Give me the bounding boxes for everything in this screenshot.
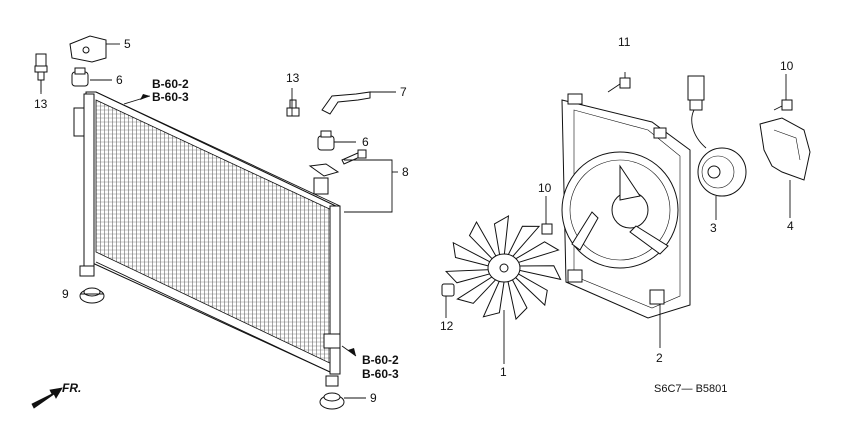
- fan-blade: [507, 277, 528, 321]
- callout-13-left: 13: [34, 97, 48, 111]
- callout-2: 2: [656, 351, 663, 365]
- condenser-right-tank: [329, 205, 341, 375]
- condenser-left-bracket: [73, 107, 85, 137]
- bracket-7: [321, 91, 371, 115]
- bracket-5: [69, 35, 107, 63]
- callout-10-right: 10: [780, 59, 794, 73]
- condenser-assembly: [73, 91, 341, 387]
- callout-6-left: 6: [116, 73, 123, 87]
- fan-blade: [513, 241, 560, 264]
- bolt-8: [341, 149, 367, 165]
- callouts: 5 6 13 13 7 6 8 9 9 11 10 10 12 3 4 2 1: [34, 35, 794, 405]
- diagram-code: S6C7— B5801: [654, 383, 727, 395]
- front-direction-arrow: FR.: [31, 381, 81, 409]
- callout-13-center: 13: [286, 71, 300, 85]
- fan-blade: [493, 215, 510, 257]
- ref-bottom-line1: B-60-2: [362, 353, 399, 367]
- callout-9-bottom: 9: [370, 391, 377, 405]
- bolt-10-center: [541, 223, 553, 235]
- bolt-13-left: [34, 53, 48, 94]
- callout-11: 11: [618, 35, 631, 49]
- fan-blade: [445, 269, 493, 284]
- reference-labels: B-60-2 B-60-3 B-60-2 B-60-3: [140, 77, 399, 381]
- direction-label: FR.: [62, 381, 81, 395]
- callout-6-center: 6: [362, 135, 369, 149]
- fan-blade: [452, 241, 492, 268]
- cushion-6-center: [317, 130, 335, 151]
- callout-4: 4: [787, 219, 794, 233]
- callout-10-center: 10: [538, 181, 552, 195]
- bolt-11: [607, 77, 631, 93]
- callout-8: 8: [402, 165, 409, 179]
- condenser-left-tank: [83, 93, 95, 271]
- bracket-8: [308, 163, 340, 177]
- fan-blade: [456, 275, 498, 304]
- fan-blade: [468, 220, 498, 261]
- ref-top-line2: B-60-3: [152, 90, 189, 104]
- bolt-13-center: [286, 99, 300, 117]
- cushion-6-left: [71, 67, 89, 87]
- motor-cover-4: [759, 117, 811, 181]
- fan-blade: [513, 272, 548, 307]
- callout-12: 12: [440, 319, 454, 333]
- nut-12: [441, 283, 455, 297]
- fan-blade: [517, 265, 562, 281]
- ref-bottom-line2: B-60-3: [362, 367, 399, 381]
- callout-9-left: 9: [62, 287, 69, 301]
- fan-blade: [507, 225, 541, 259]
- fan-shroud: [561, 93, 691, 319]
- motor-connector: [687, 75, 705, 101]
- fan-hub-hole: [499, 263, 509, 273]
- callout-5: 5: [124, 37, 131, 51]
- callout-3: 3: [710, 221, 717, 235]
- bolt-10-right: [773, 99, 793, 111]
- fan-motor: [687, 75, 747, 197]
- callout-1: 1: [500, 365, 507, 379]
- leader-lines: [40, 43, 791, 399]
- cushion-9-left: [79, 287, 105, 304]
- fan-blade: [482, 279, 505, 318]
- callout-7: 7: [400, 85, 407, 99]
- cushion-9-bottom: [319, 392, 345, 410]
- cooling-fan: [445, 215, 562, 321]
- condenser-core: [95, 99, 337, 367]
- ref-top-line1: B-60-2: [152, 77, 189, 91]
